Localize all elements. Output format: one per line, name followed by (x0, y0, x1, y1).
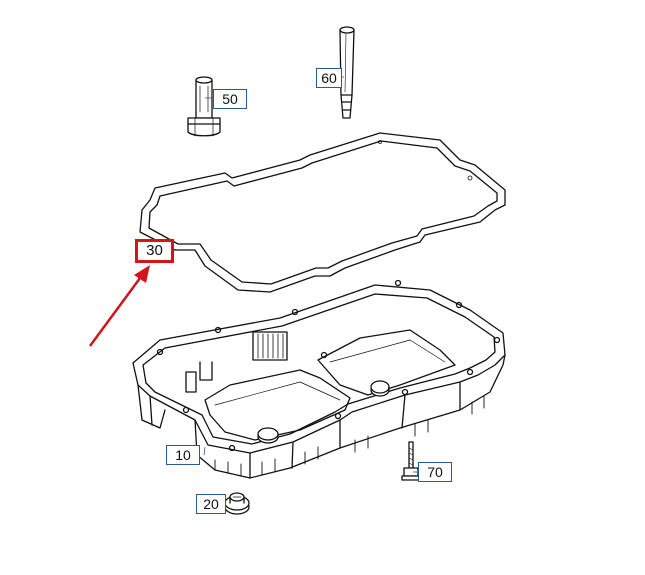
leader-lines (203, 76, 418, 473)
oil-pan-part-10 (132, 279, 506, 479)
bolt-part-70 (401, 441, 421, 481)
callout-part-70[interactable]: 70 (418, 462, 452, 482)
callout-part-30-highlighted[interactable]: 30 (135, 239, 174, 263)
drain-plug-part-20 (224, 492, 250, 515)
callout-part-50[interactable]: 50 (213, 89, 247, 109)
filler-tube-part-60 (339, 26, 355, 119)
gasket-part-30 (139, 132, 506, 293)
callout-part-60[interactable]: 60 (316, 68, 342, 88)
callout-part-20[interactable]: 20 (196, 494, 226, 514)
highlight-arrow (88, 265, 150, 347)
connector-sleeve-part-50 (187, 76, 221, 137)
callout-part-10[interactable]: 10 (166, 445, 200, 465)
